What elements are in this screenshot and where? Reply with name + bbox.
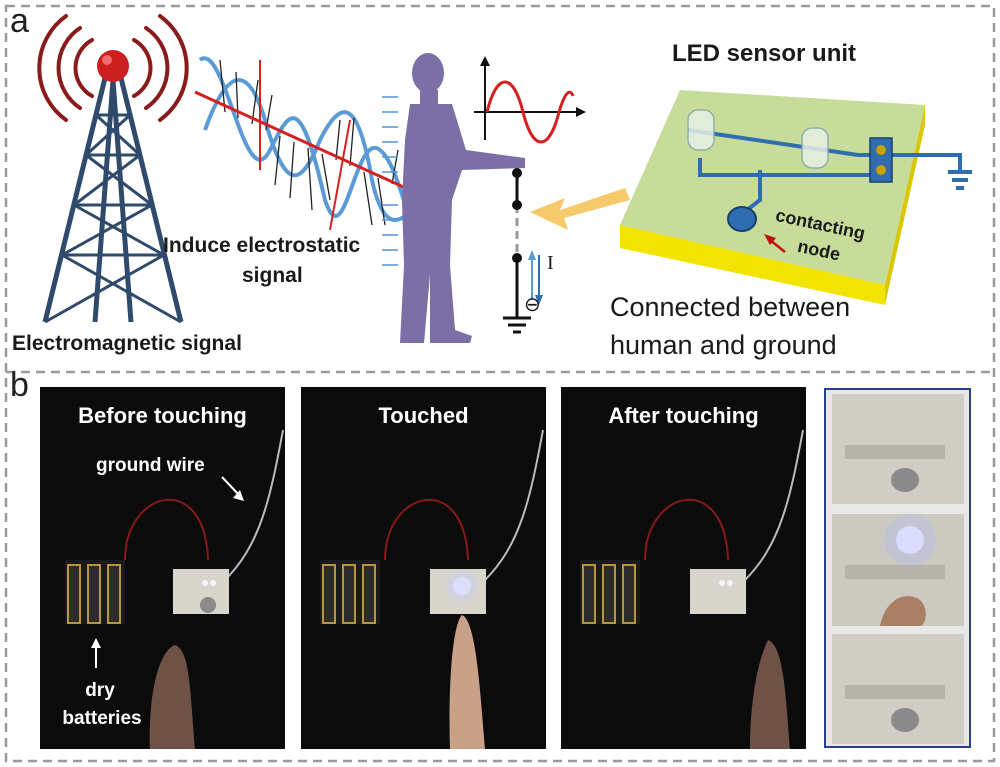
- panel-a-letter: a: [10, 2, 29, 40]
- led-sensor-board: [620, 90, 972, 305]
- photo-title-touched: Touched: [378, 403, 469, 428]
- batteries-label: batteries: [62, 708, 142, 729]
- connected-line1: Connected between: [610, 292, 851, 322]
- thumbnail-strip: [824, 388, 971, 748]
- circuit-to-ground: [503, 168, 543, 334]
- radio-tower-illustration: [37, 14, 189, 324]
- photo-title-after: After touching: [608, 403, 759, 428]
- outer-dashed-frame: [4, 4, 996, 763]
- photo-after-touching: [561, 387, 806, 749]
- electromagnetic-wave-illustration: [194, 56, 442, 242]
- current-symbol: I: [547, 252, 554, 274]
- photo-touched: [301, 387, 546, 749]
- board-to-wire-arrow: [530, 188, 630, 230]
- induce-label-line2: signal: [242, 264, 303, 287]
- electromagnetic-signal-label: Electromagnetic signal: [12, 332, 242, 355]
- electron-symbol: ⊖: [524, 294, 541, 316]
- sine-wave-inset: [474, 56, 586, 144]
- connected-line2: human and ground: [610, 330, 837, 360]
- panel-b-letter: b: [10, 366, 29, 404]
- human-silhouette: [382, 53, 525, 343]
- photo-title-before: Before touching: [78, 403, 247, 428]
- induce-label-line1: Induce electrostatic: [163, 234, 361, 257]
- dry-label: dry: [85, 680, 115, 701]
- led-sensor-unit-title: LED sensor unit: [672, 40, 857, 67]
- photo-before-touching: [40, 387, 285, 749]
- ground-wire-label: ground wire: [96, 455, 205, 476]
